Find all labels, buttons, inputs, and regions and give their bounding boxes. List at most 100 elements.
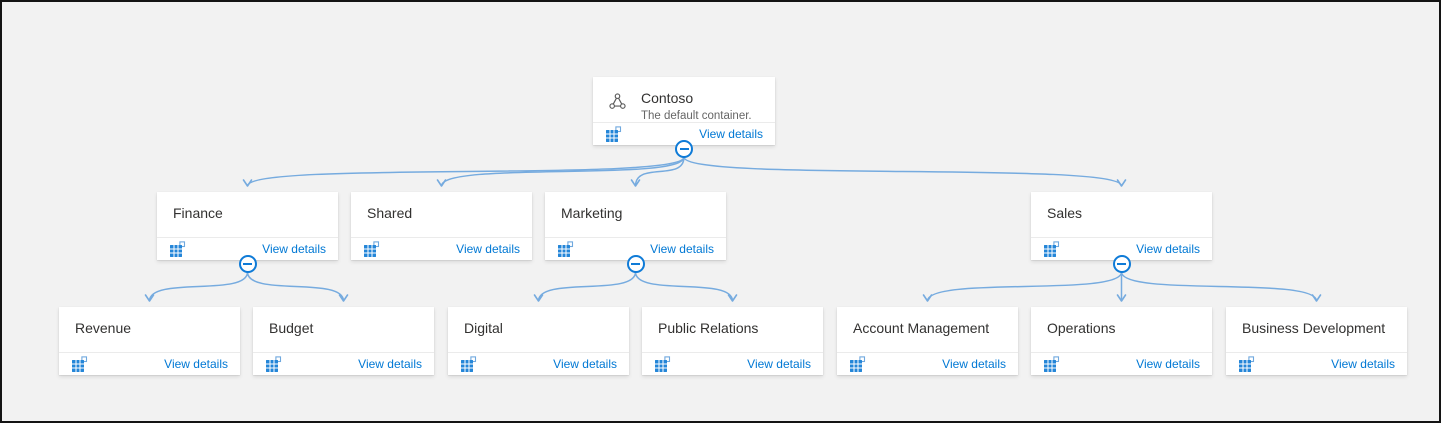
org-unit-card-revenue: Revenue View details (59, 307, 240, 375)
org-unit-text: Revenue (75, 320, 131, 337)
org-unit-text: Account Management (853, 320, 989, 337)
org-unit-card-digital: Digital View details (448, 307, 629, 375)
connector-sales-to-account-management (922, 271, 1123, 302)
org-unit-card-account-management: Account Management View details (837, 307, 1018, 375)
org-unit-text: Shared (367, 205, 412, 222)
org-unit-card-footer: View details (448, 352, 629, 375)
connector-finance-to-revenue (144, 271, 249, 302)
org-unit-title: Operations (1047, 320, 1116, 336)
org-unit-card-footer: View details (593, 122, 775, 145)
view-details-link[interactable]: View details (1136, 242, 1200, 256)
table-grid-icon[interactable] (460, 355, 477, 373)
org-unit-text: Business Development (1242, 320, 1385, 337)
view-details-link[interactable]: View details (262, 242, 326, 256)
collapse-button[interactable] (1112, 255, 1131, 273)
org-unit-card-footer: View details (351, 237, 532, 260)
table-grid-icon[interactable] (1043, 355, 1060, 373)
view-details-link[interactable]: View details (1331, 357, 1395, 371)
org-unit-text: Sales (1047, 205, 1082, 222)
org-unit-title: Finance (173, 205, 223, 221)
org-unit-card-operations: Operations View details (1031, 307, 1212, 375)
org-unit-card-body: Contoso The default container. (593, 77, 775, 122)
org-unit-card-body: Account Management (837, 307, 1018, 352)
org-unit-title: Sales (1047, 205, 1083, 221)
collapse-button[interactable] (238, 255, 257, 273)
org-unit-card-body: Finance (157, 192, 338, 237)
org-unit-title: Business Development (1242, 320, 1386, 336)
org-unit-card-finance: Finance View details (157, 192, 338, 273)
table-grid-icon[interactable] (169, 240, 186, 258)
org-unit-text: Public Relations (658, 320, 758, 337)
org-unit-text: Contoso The default container. (641, 90, 752, 122)
table-grid-icon[interactable] (1043, 240, 1060, 258)
org-unit-card-budget: Budget View details (253, 307, 434, 375)
org-unit-card-footer: View details (1226, 352, 1407, 375)
table-grid-icon[interactable] (557, 240, 574, 258)
table-grid-icon[interactable] (849, 355, 866, 373)
org-unit-card-body: Public Relations (642, 307, 823, 352)
org-unit-title: Contoso (641, 90, 694, 106)
org-unit-card-footer: View details (545, 237, 726, 260)
collapse-button[interactable] (626, 255, 645, 273)
org-unit-text: Digital (464, 320, 503, 337)
connector-contoso-to-sales (683, 156, 1127, 187)
minus-icon (631, 263, 640, 265)
org-unit-card-footer: View details (837, 352, 1018, 375)
org-unit-card-body: Business Development (1226, 307, 1407, 352)
connector-sales-to-business-development (1120, 271, 1322, 302)
org-unit-card-footer: View details (253, 352, 434, 375)
minus-icon (243, 263, 252, 265)
view-details-link[interactable]: View details (1136, 357, 1200, 371)
connector-contoso-to-shared (436, 156, 685, 187)
org-unit-card-body: Operations (1031, 307, 1212, 352)
view-details-link[interactable]: View details (456, 242, 520, 256)
collapse-button[interactable] (675, 140, 693, 158)
table-grid-icon[interactable] (363, 240, 380, 258)
org-unit-card-footer: View details (642, 352, 823, 375)
org-unit-card-public-relations: Public Relations View details (642, 307, 823, 375)
connector-finance-to-budget (246, 271, 349, 302)
org-unit-card-marketing: Marketing View details (545, 192, 726, 273)
connector-contoso-to-marketing (630, 156, 685, 187)
org-unit-subtitle: The default container. (641, 110, 752, 122)
org-unit-card-body: Revenue (59, 307, 240, 352)
minus-icon (679, 148, 689, 150)
org-unit-text: Operations (1047, 320, 1115, 337)
org-unit-card-footer: View details (1031, 237, 1212, 260)
view-details-link[interactable]: View details (747, 357, 811, 371)
table-grid-icon[interactable] (265, 355, 282, 373)
org-unit-card-body: Shared (351, 192, 532, 237)
connector-contoso-to-finance (242, 156, 685, 187)
org-unit-card-body: Digital (448, 307, 629, 352)
org-unit-title: Budget (269, 320, 314, 336)
org-unit-card-shared: Shared View details (351, 192, 532, 260)
org-unit-card-contoso: Contoso The default container. View deta… (593, 77, 775, 158)
org-unit-text: Finance (173, 205, 223, 222)
table-grid-icon[interactable] (605, 125, 622, 143)
table-grid-icon[interactable] (71, 355, 88, 373)
view-details-link[interactable]: View details (553, 357, 617, 371)
org-unit-text: Budget (269, 320, 313, 337)
container-triangle-icon (609, 93, 626, 110)
org-unit-title: Revenue (75, 320, 132, 336)
org-unit-title: Shared (367, 205, 413, 221)
view-details-link[interactable]: View details (358, 357, 422, 371)
connector-marketing-to-digital (533, 271, 637, 302)
table-grid-icon[interactable] (654, 355, 671, 373)
view-details-link[interactable]: View details (699, 127, 763, 141)
org-unit-card-footer: View details (59, 352, 240, 375)
org-unit-card-sales: Sales View details (1031, 192, 1212, 273)
view-details-link[interactable]: View details (942, 357, 1006, 371)
org-unit-text: Marketing (561, 205, 622, 222)
org-unit-card-business-development: Business Development View details (1226, 307, 1407, 375)
org-unit-card-body: Sales (1031, 192, 1212, 237)
org-unit-card-body: Budget (253, 307, 434, 352)
view-details-link[interactable]: View details (164, 357, 228, 371)
view-details-link[interactable]: View details (650, 242, 714, 256)
table-grid-icon[interactable] (1238, 355, 1255, 373)
org-unit-card-body: Marketing (545, 192, 726, 237)
org-unit-title: Marketing (561, 205, 623, 221)
connector-marketing-to-public-relations (634, 271, 738, 302)
org-unit-card-footer: View details (157, 237, 338, 260)
